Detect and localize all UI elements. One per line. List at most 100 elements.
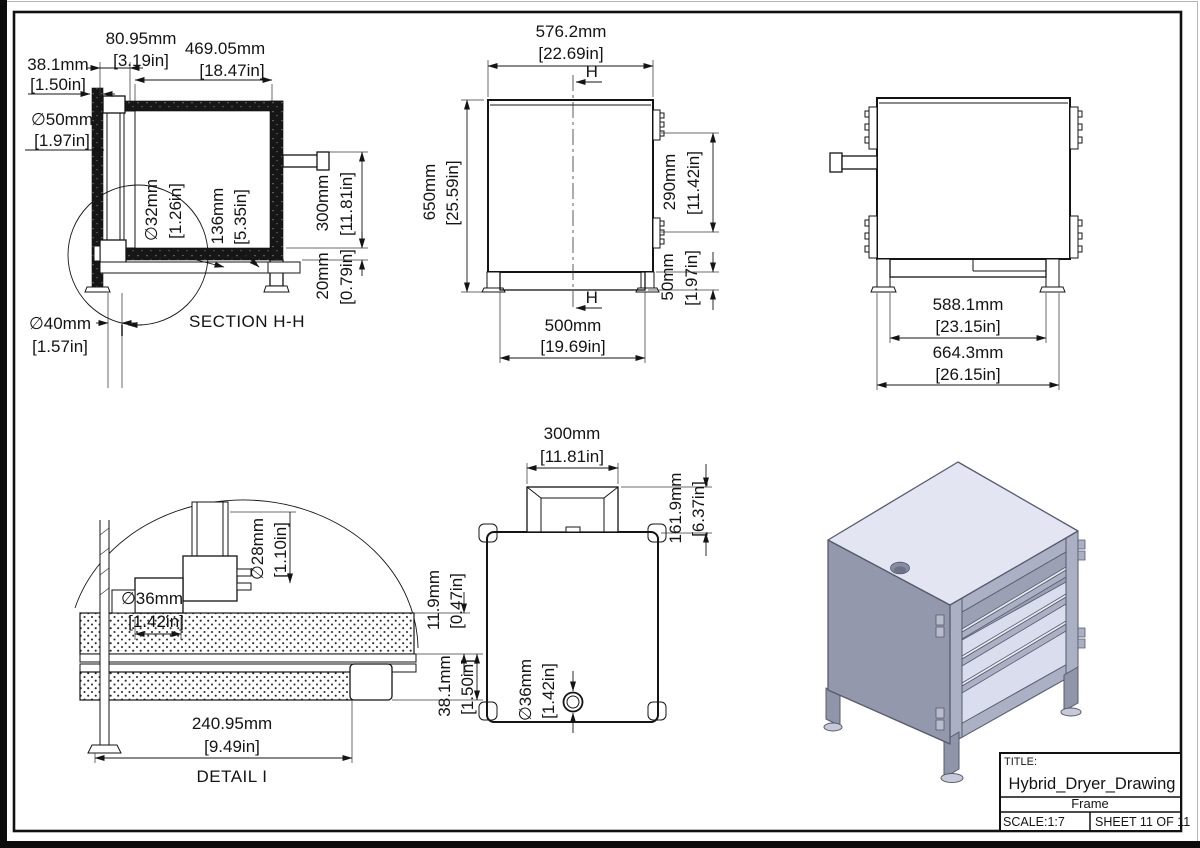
section-right-wall <box>269 100 284 249</box>
front-hinge-bottom <box>652 217 665 249</box>
dim-650-mm: 650mm <box>420 164 439 221</box>
dim-469-mm: 469.05mm <box>185 39 265 58</box>
dim-24095-in: [9.49in] <box>204 737 260 756</box>
dim-40dia-in: [1.57in] <box>32 337 88 356</box>
dim-6643-mm: 664.3mm <box>933 343 1004 362</box>
part-name: Frame <box>1071 796 1109 811</box>
dim-t36-mm: ∅36mm <box>516 659 535 721</box>
iso-top-hole-shadow <box>893 566 907 574</box>
top-hole-inner <box>566 695 580 709</box>
dim-1619-mm: 161.9mm <box>666 473 685 544</box>
dim-300-in: [11.81in] <box>337 172 356 236</box>
side-foot-right <box>1039 286 1066 293</box>
dim-500-in: [19.69in] <box>540 337 605 356</box>
section-handle-cap <box>316 151 330 171</box>
detail-pipe <box>191 501 229 557</box>
detail-tab-2 <box>236 582 252 591</box>
detail-foot <box>87 744 122 754</box>
drawing-title: Hybrid_Dryer_Drawing <box>1009 775 1176 793</box>
iso-frame <box>949 530 1079 745</box>
detail-i-label: DETAIL I <box>196 767 267 786</box>
section-hh-label: SECTION H-H <box>189 312 305 331</box>
section-inner-liner <box>123 110 136 249</box>
dim-36dia-in: [1.42in] <box>128 612 184 631</box>
view-side: 588.1mm [23.15in] 664.3mm [26.15in] <box>829 97 1083 390</box>
front-foot-right <box>635 287 660 293</box>
front-plinth <box>499 271 646 291</box>
dim-t300-in: [11.81in] <box>540 447 604 466</box>
detail-block-small <box>111 589 136 614</box>
iso-legs <box>823 666 1082 783</box>
view-detail-i: ∅28mm [1.10in] ∅36mm [1.42in] 11.9mm [0.… <box>74 499 483 786</box>
front-foot-left <box>481 287 506 293</box>
side-foot-left <box>870 286 897 293</box>
dim-36dia-mm: ∅36mm <box>121 589 183 608</box>
dim-6643-in: [26.15in] <box>935 365 1000 384</box>
side-hinges-right <box>1069 106 1083 259</box>
dim-28dia-mm: ∅28mm <box>248 518 267 580</box>
section-foot-right <box>263 285 290 293</box>
dim-300-mm: 300mm <box>313 175 332 232</box>
border-frame <box>12 10 1183 833</box>
dim-119-mm: 11.9mm <box>424 570 443 630</box>
iso-hinges <box>935 539 1086 731</box>
detail-boundary-arc <box>74 499 419 649</box>
section-hinge-top <box>102 95 126 114</box>
section-marker-top: H <box>586 62 599 81</box>
insulation-band-lower <box>79 671 353 701</box>
plate-upper <box>79 653 417 663</box>
dim-24095-mm: 240.95mm <box>192 714 272 733</box>
dim-32dia-mm: ∅32mm <box>142 179 161 241</box>
dim-5762-in: [22.69in] <box>538 44 603 63</box>
iso-shelf-rails <box>961 566 1067 694</box>
view-front: H H 576.2mm [22.69in] 650mm [25.59in] 29… <box>420 22 719 363</box>
top-hole-outer <box>562 691 584 713</box>
dim-5881-mm: 588.1mm <box>933 295 1004 314</box>
dim-d381-mm: 38.1mm <box>435 655 454 716</box>
dim-5762-mm: 576.2mm <box>536 22 607 41</box>
dim-381-in: [1.50in] <box>30 75 86 94</box>
title-label: TITLE: <box>1004 756 1037 768</box>
section-handle-bar <box>282 154 320 168</box>
side-hinges-left <box>864 106 878 259</box>
detail-tab-1 <box>236 568 252 577</box>
dim-650-in: [25.59in] <box>443 160 462 225</box>
front-hinge-top <box>652 109 665 141</box>
band-end-block <box>349 663 393 701</box>
dim-20-mm: 20mm <box>313 252 332 299</box>
dim-500-mm: 500mm <box>545 316 602 335</box>
view-top: 300mm [11.81in] 161.9mm [6.37in] ∅36mm [… <box>478 424 712 733</box>
dim-f50-mm: 50mm <box>658 253 677 300</box>
side-handle-bar <box>841 155 878 170</box>
section-foot-left <box>84 286 111 293</box>
top-body <box>486 531 659 723</box>
top-duct-outer <box>526 486 619 533</box>
dim-50dia-in: [1.97in] <box>34 131 90 150</box>
section-marker-bottom: H <box>586 288 599 307</box>
page-edge-left <box>0 0 7 848</box>
dim-40dia-mm: ∅40mm <box>29 314 91 333</box>
dim-469-in: [18.47in] <box>199 61 264 80</box>
detail-collar <box>182 555 238 602</box>
dim-136-in: [5.35in] <box>231 189 250 245</box>
dim-50dia-mm: ∅50mm <box>31 110 93 129</box>
side-plinth <box>889 258 1047 278</box>
top-duct-tab <box>565 526 581 533</box>
dim-1619-in: [6.37in] <box>689 481 708 537</box>
front-leg-right <box>640 271 655 289</box>
dim-28dia-in: [1.10in] <box>271 522 290 578</box>
front-body <box>487 99 654 273</box>
dim-8095-mm: 80.95mm <box>106 29 177 48</box>
view-isometric <box>823 461 1086 783</box>
dim-136-mm: 136mm <box>208 188 227 245</box>
side-handle-cap <box>829 152 843 173</box>
side-leg-right <box>1045 258 1060 288</box>
side-leg-left <box>876 258 891 288</box>
sheet-value: SHEET 11 OF 11 <box>1095 815 1190 829</box>
side-body <box>876 97 1071 260</box>
section-base-shelf <box>99 261 301 274</box>
section-bottom-wall <box>120 247 284 261</box>
